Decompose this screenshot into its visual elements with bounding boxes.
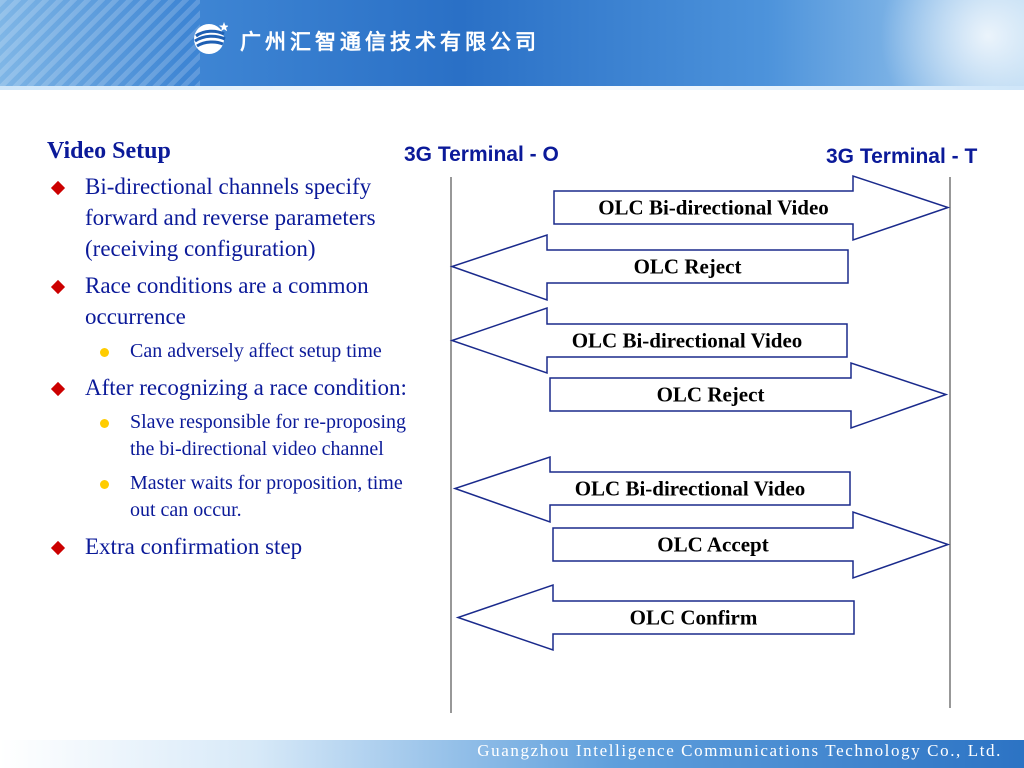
terminal-t-label: 3G Terminal - T [826,145,978,168]
sub-bullet-item: Can adversely affect setup time [47,338,407,366]
company-logo-icon [194,22,228,54]
sub-bullet-text: Slave responsible for re-proposing the b… [130,410,407,461]
message-label: OLC Bi-directional Video [572,329,803,353]
message-arrow-left [452,455,851,524]
bullet-item: Bi-directional channels specify forward … [47,171,407,264]
message-arrow-left [455,583,855,652]
message-label: OLC Bi-directional Video [598,196,829,220]
message-arrow-right [553,174,951,242]
content-panel: Video Setup Bi-directional channels spec… [47,138,407,568]
bullet-item: After recognizing a race condition: [47,372,407,403]
bullet-item: Extra confirmation step [47,531,407,562]
header-divider [0,86,1024,90]
bullet-item: Race conditions are a common occurrence [47,270,407,332]
header-banner: 广州汇智通信技术有限公司 [0,0,1024,90]
header-decoration-right [844,0,1024,90]
bullet-text: Bi-directional channels specify forward … [85,174,376,261]
terminal-o-label: 3G Terminal - O [404,143,559,166]
bullet-text: Race conditions are a common occurrence [85,273,369,329]
message-arrow-left [449,306,848,375]
message-label: OLC Confirm [630,606,758,630]
sub-bullet-text: Master waits for proposition, time out c… [130,471,403,522]
message-arrow-right [549,361,949,430]
message-label: OLC Accept [657,533,768,557]
dot-bullet-icon [100,418,109,428]
message-arrow-left [449,233,849,302]
footer-bar: Guangzhou Intelligence Communications Te… [0,740,1024,768]
sub-bullet-item: Slave responsible for re-proposing the b… [47,409,407,464]
bullet-text: After recognizing a race condition: [85,374,407,400]
message-label: OLC Reject [634,255,742,279]
dot-bullet-icon [100,479,109,489]
message-arrow-right [552,510,951,580]
message-label: OLC Reject [657,383,765,407]
message-label: OLC Bi-directional Video [575,477,806,501]
sub-bullet-item: Master waits for proposition, time out c… [47,470,407,525]
bullet-text: Extra confirmation step [85,533,303,559]
footer-company-english: Guangzhou Intelligence Communications Te… [477,741,1002,760]
dot-bullet-icon [100,348,109,357]
slide-title: Video Setup [47,138,171,164]
company-name: 广州汇智通信技术有限公司 [240,30,540,54]
header-decoration-left [0,0,200,90]
sub-bullet-text: Can adversely affect setup time [130,340,382,362]
